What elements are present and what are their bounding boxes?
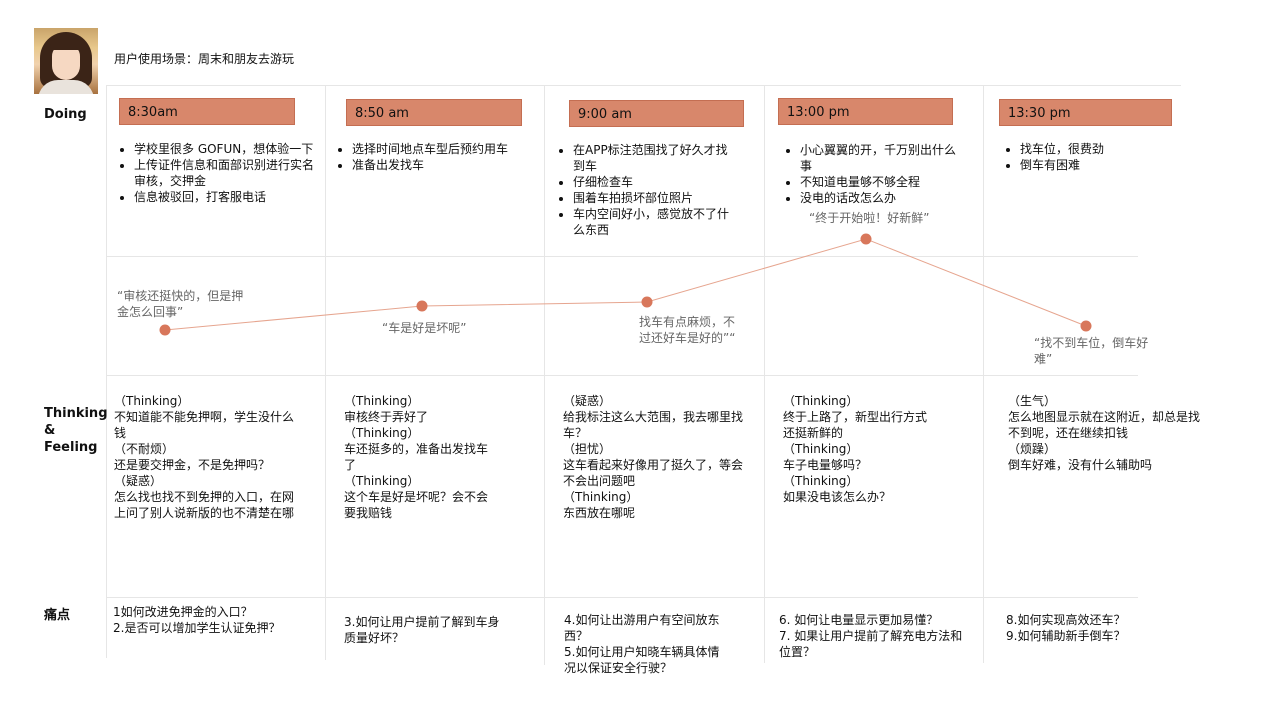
doing-list: 找车位，很费劲 倒车有困难 (1004, 141, 1180, 173)
emotion-point (641, 296, 653, 308)
emotion-point (1080, 320, 1092, 332)
doing-item: 找车位，很费劲 (1020, 141, 1180, 157)
doing-item: 准备出发找车 (352, 157, 512, 173)
pain-point-text: 8.如何实现高效还车？ 9.如何辅助新手倒车？ (1006, 613, 1126, 643)
pain-point-text: 4.如何让出游用户有空间放东西？ 5.如何让用户知晓车辆具体情况以保证安全行驶？ (564, 613, 720, 675)
pain-point-text: 3.如何让用户提前了解到车身质量好坏？ (344, 615, 500, 645)
doing-list: 学校里很多 GOFUN，想体验一下 上传证件信息和面部识别进行实名审核，交押金 … (118, 141, 314, 205)
grid-line (106, 85, 107, 658)
doing-list: 小心翼翼的开，千万别出什么事 不知道电量够不够全程 没电的话改怎么办 (784, 142, 960, 206)
doing-list: 选择时间地点车型后预约用车 准备出发找车 (336, 141, 512, 173)
grid-line (106, 597, 1138, 598)
emotion-point (416, 300, 428, 312)
row-label-pain: 痛点 (44, 608, 71, 623)
doing-item: 学校里很多 GOFUN，想体验一下 (134, 141, 314, 157)
time-badge: 8:30am (119, 98, 295, 125)
time-badge: 13:00 pm (778, 98, 953, 125)
doing-item: 围着车拍损坏部位照片 (573, 190, 731, 206)
emotion-point (159, 324, 171, 336)
emotion-quote: “找不到车位，倒车好难” (1034, 336, 1149, 366)
doing-item: 选择时间地点车型后预约用车 (352, 141, 512, 157)
doing-item: 不知道电量够不够全程 (800, 174, 960, 190)
thinking-text: （生气） 怎么地图显示就在这附近，却总是找不到呢，还在继续扣钱 （烦躁） 倒车好… (1008, 394, 1201, 472)
grid-line (325, 85, 326, 660)
scenario-title: 用户使用场景：周末和朋友去游玩 (114, 52, 295, 66)
pain-point-text: 1如何改进免押金的入口？ 2.是否可以增加学生认证免押？ (113, 605, 281, 635)
time-badge: 8:50 am (346, 99, 522, 126)
pain-point-text: 6. 如何让电量显示更加易懂？ 7. 如果让用户提前了解充电方法和位置？ (779, 613, 963, 659)
thinking-text: （Thinking） 终于上路了，新型出行方式还挺新鲜的 （Thinking） … (783, 394, 928, 504)
grid-line (764, 85, 765, 663)
grid-line (106, 375, 1138, 376)
emotion-curve-line (164, 238, 1087, 331)
doing-item: 倒车有困难 (1020, 157, 1180, 173)
doing-list: 在APP标注范围找了好久才找到车 仔细检查车 围着车拍损坏部位照片 车内空间好小… (557, 142, 731, 238)
grid-line (106, 85, 1181, 86)
grid-line (106, 256, 1138, 257)
time-badge: 9:00 am (569, 100, 744, 127)
row-label-thinking: Thinking & Feeling (44, 406, 108, 455)
doing-item: 在APP标注范围找了好久才找到车 (573, 142, 731, 174)
doing-item: 信息被驳回，打客服电话 (134, 189, 314, 205)
thinking-text: （Thinking） 审核终于弄好了 （Thinking） 车还挺多的，准备出发… (344, 394, 489, 520)
emotion-point (860, 233, 872, 245)
emotion-quote: “终于开始啦！好新鲜” (809, 211, 930, 225)
row-label-doing: Doing (44, 107, 87, 122)
grid-line (983, 85, 984, 663)
time-badge: 13:30 pm (999, 99, 1172, 126)
thinking-text: （Thinking） 不知道能不能免押啊，学生没什么钱 （不耐烦） 还是要交押金… (114, 394, 295, 520)
doing-item: 车内空间好小，感觉放不了什么东西 (573, 206, 731, 238)
doing-item: 上传证件信息和面部识别进行实名审核，交押金 (134, 157, 314, 189)
emotion-quote: “车是好是坏呢” (382, 321, 467, 335)
doing-item: 小心翼翼的开，千万别出什么事 (800, 142, 960, 174)
grid-line (544, 85, 545, 665)
emotion-quote: 找车有点麻烦，不过还好车是好的”“ (639, 315, 736, 345)
thinking-text: （疑惑） 给我标注这么大范围，我去哪里找车？ （担忧） 这车看起来好像用了挺久了… (563, 394, 744, 520)
persona-avatar (34, 28, 98, 94)
doing-item: 仔细检查车 (573, 174, 731, 190)
doing-item: 没电的话改怎么办 (800, 190, 960, 206)
emotion-quote: “审核还挺快的，但是押金怎么回事” (117, 289, 244, 319)
